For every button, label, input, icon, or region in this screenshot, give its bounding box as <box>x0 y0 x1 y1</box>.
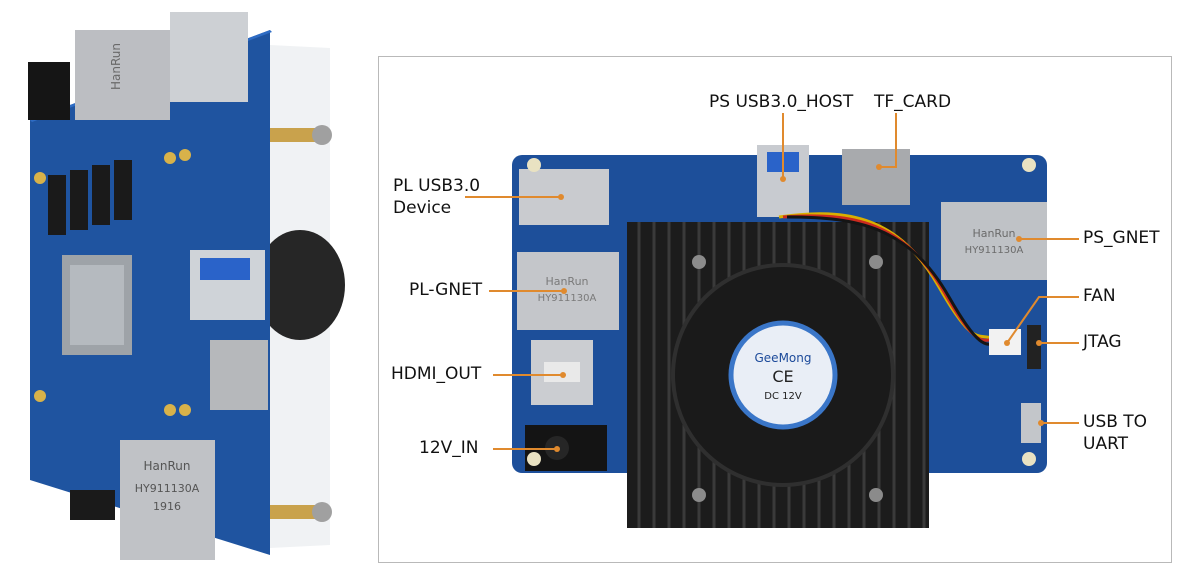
ps-gnet-part: HY911130A <box>965 245 1024 256</box>
pcb-board <box>30 30 270 555</box>
hanrun-text-bottom: HanRun <box>144 459 191 473</box>
usb-top <box>170 12 248 102</box>
ps-gnet-port <box>941 202 1047 280</box>
fan-side <box>255 230 345 340</box>
fan-brand: GeeMong <box>755 351 812 365</box>
pin-header <box>70 490 115 520</box>
pl-gnet-brand: HanRun <box>545 275 588 288</box>
label-pl-usb-device-line2: Device <box>393 198 452 218</box>
hanrun-part-bottom: HY911130A <box>135 482 200 495</box>
label-fan: FAN <box>1083 286 1116 306</box>
fan-hub-label <box>731 323 835 427</box>
rj45-top <box>75 30 170 120</box>
usb-uart-port <box>1021 403 1041 443</box>
jtag-header <box>1027 325 1041 369</box>
label-tf-card: TF_CARD <box>874 92 952 112</box>
fan-spec: DC 12V <box>764 391 802 402</box>
label-usb-uart-line2: UART <box>1083 434 1129 454</box>
standoff-top <box>268 128 326 142</box>
callout-tf-card <box>879 113 897 168</box>
label-pl-usb-device: PL USB3.0 Device <box>393 175 480 219</box>
side-view-photo: HanRun HanRun HY911130A 1916 <box>28 12 345 560</box>
hanrun-date-bottom: 1916 <box>153 500 181 513</box>
label-usb-uart-line1: USB TO <box>1083 412 1148 432</box>
rj45-bottom <box>120 440 215 560</box>
top-view-board: HanRun HY911130A HanRun HY911130A <box>465 113 1079 528</box>
tf-card-slot <box>842 149 910 205</box>
ps-gnet-brand: HanRun <box>972 227 1015 240</box>
power-jack-side <box>28 62 70 120</box>
label-12v-in: 12V_IN <box>419 438 479 458</box>
hanrun-text-top: HanRun <box>109 43 123 90</box>
annotated-board-panel: HanRun HY911130A HanRun HY911130A <box>378 56 1172 563</box>
callout-fan <box>1006 296 1079 344</box>
label-ps-gnet: PS_GNET <box>1083 228 1160 248</box>
label-usb-uart: USB TO UART <box>1083 411 1147 455</box>
label-pl-usb-device-line1: PL USB3.0 <box>393 176 481 196</box>
label-jtag: JTAG <box>1083 332 1122 352</box>
standoff-bottom <box>268 505 326 519</box>
pl-gnet-part: HY911130A <box>538 293 597 304</box>
label-hdmi-out: HDMI_OUT <box>391 364 482 384</box>
fan-ce: CE <box>772 367 793 386</box>
label-ps-usb-host: PS USB3.0_HOST <box>709 92 854 112</box>
label-pl-gnet: PL-GNET <box>409 280 483 300</box>
tf-slot-side <box>210 340 268 410</box>
